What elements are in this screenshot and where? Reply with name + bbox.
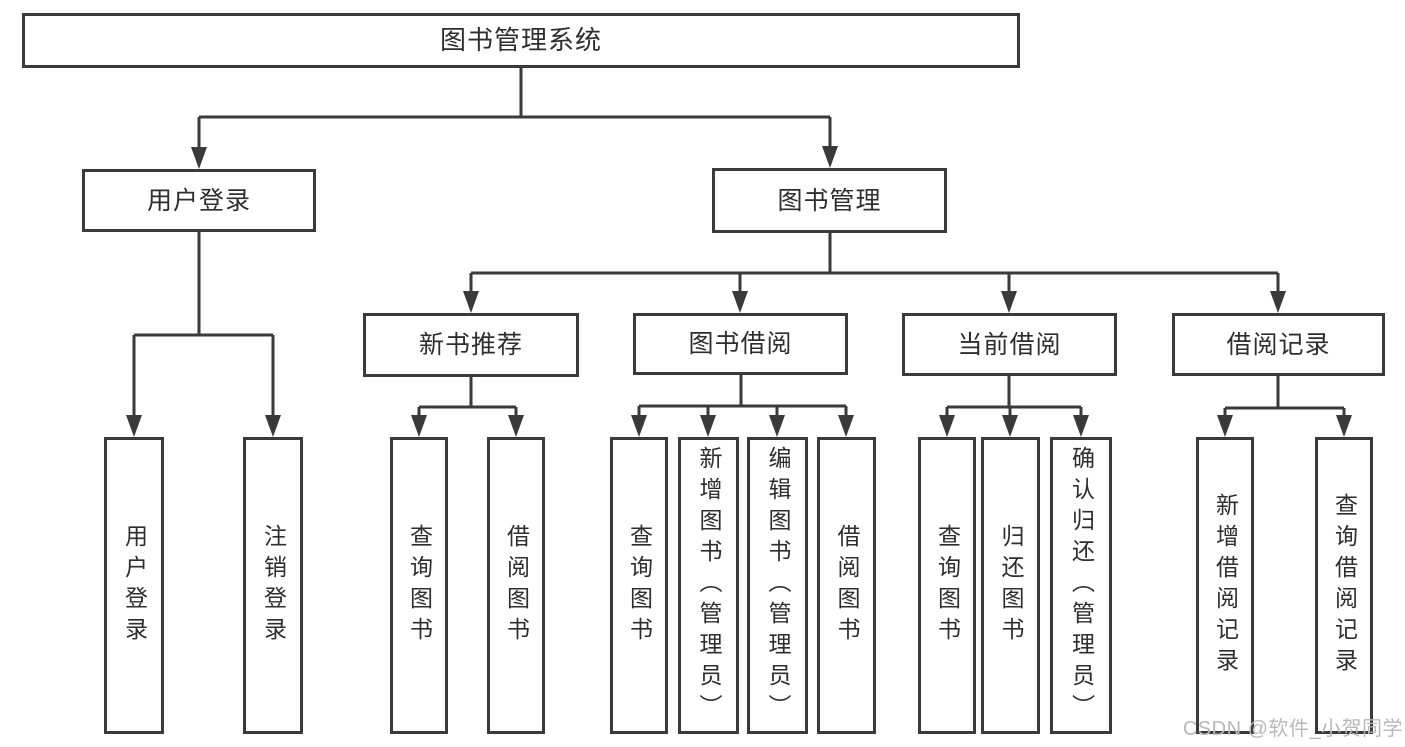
node-current-borrow: 当前借阅 xyxy=(902,313,1117,376)
node-new-book-recommend: 新书推荐 xyxy=(363,313,579,377)
branch-current-borrow-children xyxy=(939,376,1089,437)
arrowhead xyxy=(838,415,854,437)
arrowhead xyxy=(822,146,838,168)
node-book-borrow: 图书借阅 xyxy=(633,313,848,375)
leaf-current-query-books: 查询图书 xyxy=(918,437,976,734)
arrowhead xyxy=(700,415,716,437)
branch-new-book-recommend-children xyxy=(411,377,524,437)
leaf-borrow-query-books: 查询图书 xyxy=(610,437,668,734)
arrowhead xyxy=(1217,415,1233,437)
leaf-logout: 注销登录 xyxy=(243,437,303,734)
node-book-management: 图书管理 xyxy=(712,168,947,233)
node-user-login: 用户登录 xyxy=(82,169,316,232)
arrowhead xyxy=(631,415,647,437)
branch-root-to-level2 xyxy=(191,68,838,169)
leaf-edit-books-admin: 编辑图书（管理员） xyxy=(747,437,808,734)
leaf-add-borrow-record: 新增借阅记录 xyxy=(1196,437,1254,734)
arrowhead xyxy=(732,291,748,313)
leaf-borrow-books: 借阅图书 xyxy=(817,437,876,734)
csdn-watermark: CSDN @软件_小贺同学 xyxy=(1182,718,1403,740)
leaf-return-books: 归还图书 xyxy=(981,437,1040,734)
node-borrow-records: 借阅记录 xyxy=(1172,313,1385,376)
arrowhead xyxy=(411,415,427,437)
branch-book-management-children xyxy=(463,233,1286,313)
leaf-query-borrow-record: 查询借阅记录 xyxy=(1315,437,1373,734)
leaf-confirm-return-admin: 确认归还（管理员） xyxy=(1050,437,1112,734)
leaf-user-login: 用户登录 xyxy=(104,437,164,734)
arrowhead xyxy=(191,147,207,169)
leaf-add-books-admin: 新增图书（管理员） xyxy=(678,437,739,734)
node-root-library-system: 图书管理系统 xyxy=(22,13,1020,68)
arrowhead xyxy=(508,415,524,437)
branch-user-login-children xyxy=(126,232,281,437)
arrowhead xyxy=(1270,291,1286,313)
arrowhead xyxy=(1336,415,1352,437)
arrowhead xyxy=(769,415,785,437)
branch-book-borrow-children xyxy=(631,375,854,437)
arrowhead xyxy=(939,415,955,437)
arrowhead xyxy=(1073,415,1089,437)
arrowhead xyxy=(1001,291,1017,313)
arrowhead xyxy=(1002,415,1018,437)
arrowhead xyxy=(126,415,142,437)
leaf-recommend-borrow-books: 借阅图书 xyxy=(487,437,545,734)
arrowhead xyxy=(463,291,479,313)
branch-borrow-records-children xyxy=(1217,376,1352,437)
arrowhead xyxy=(265,415,281,437)
leaf-recommend-query-books: 查询图书 xyxy=(390,437,448,734)
